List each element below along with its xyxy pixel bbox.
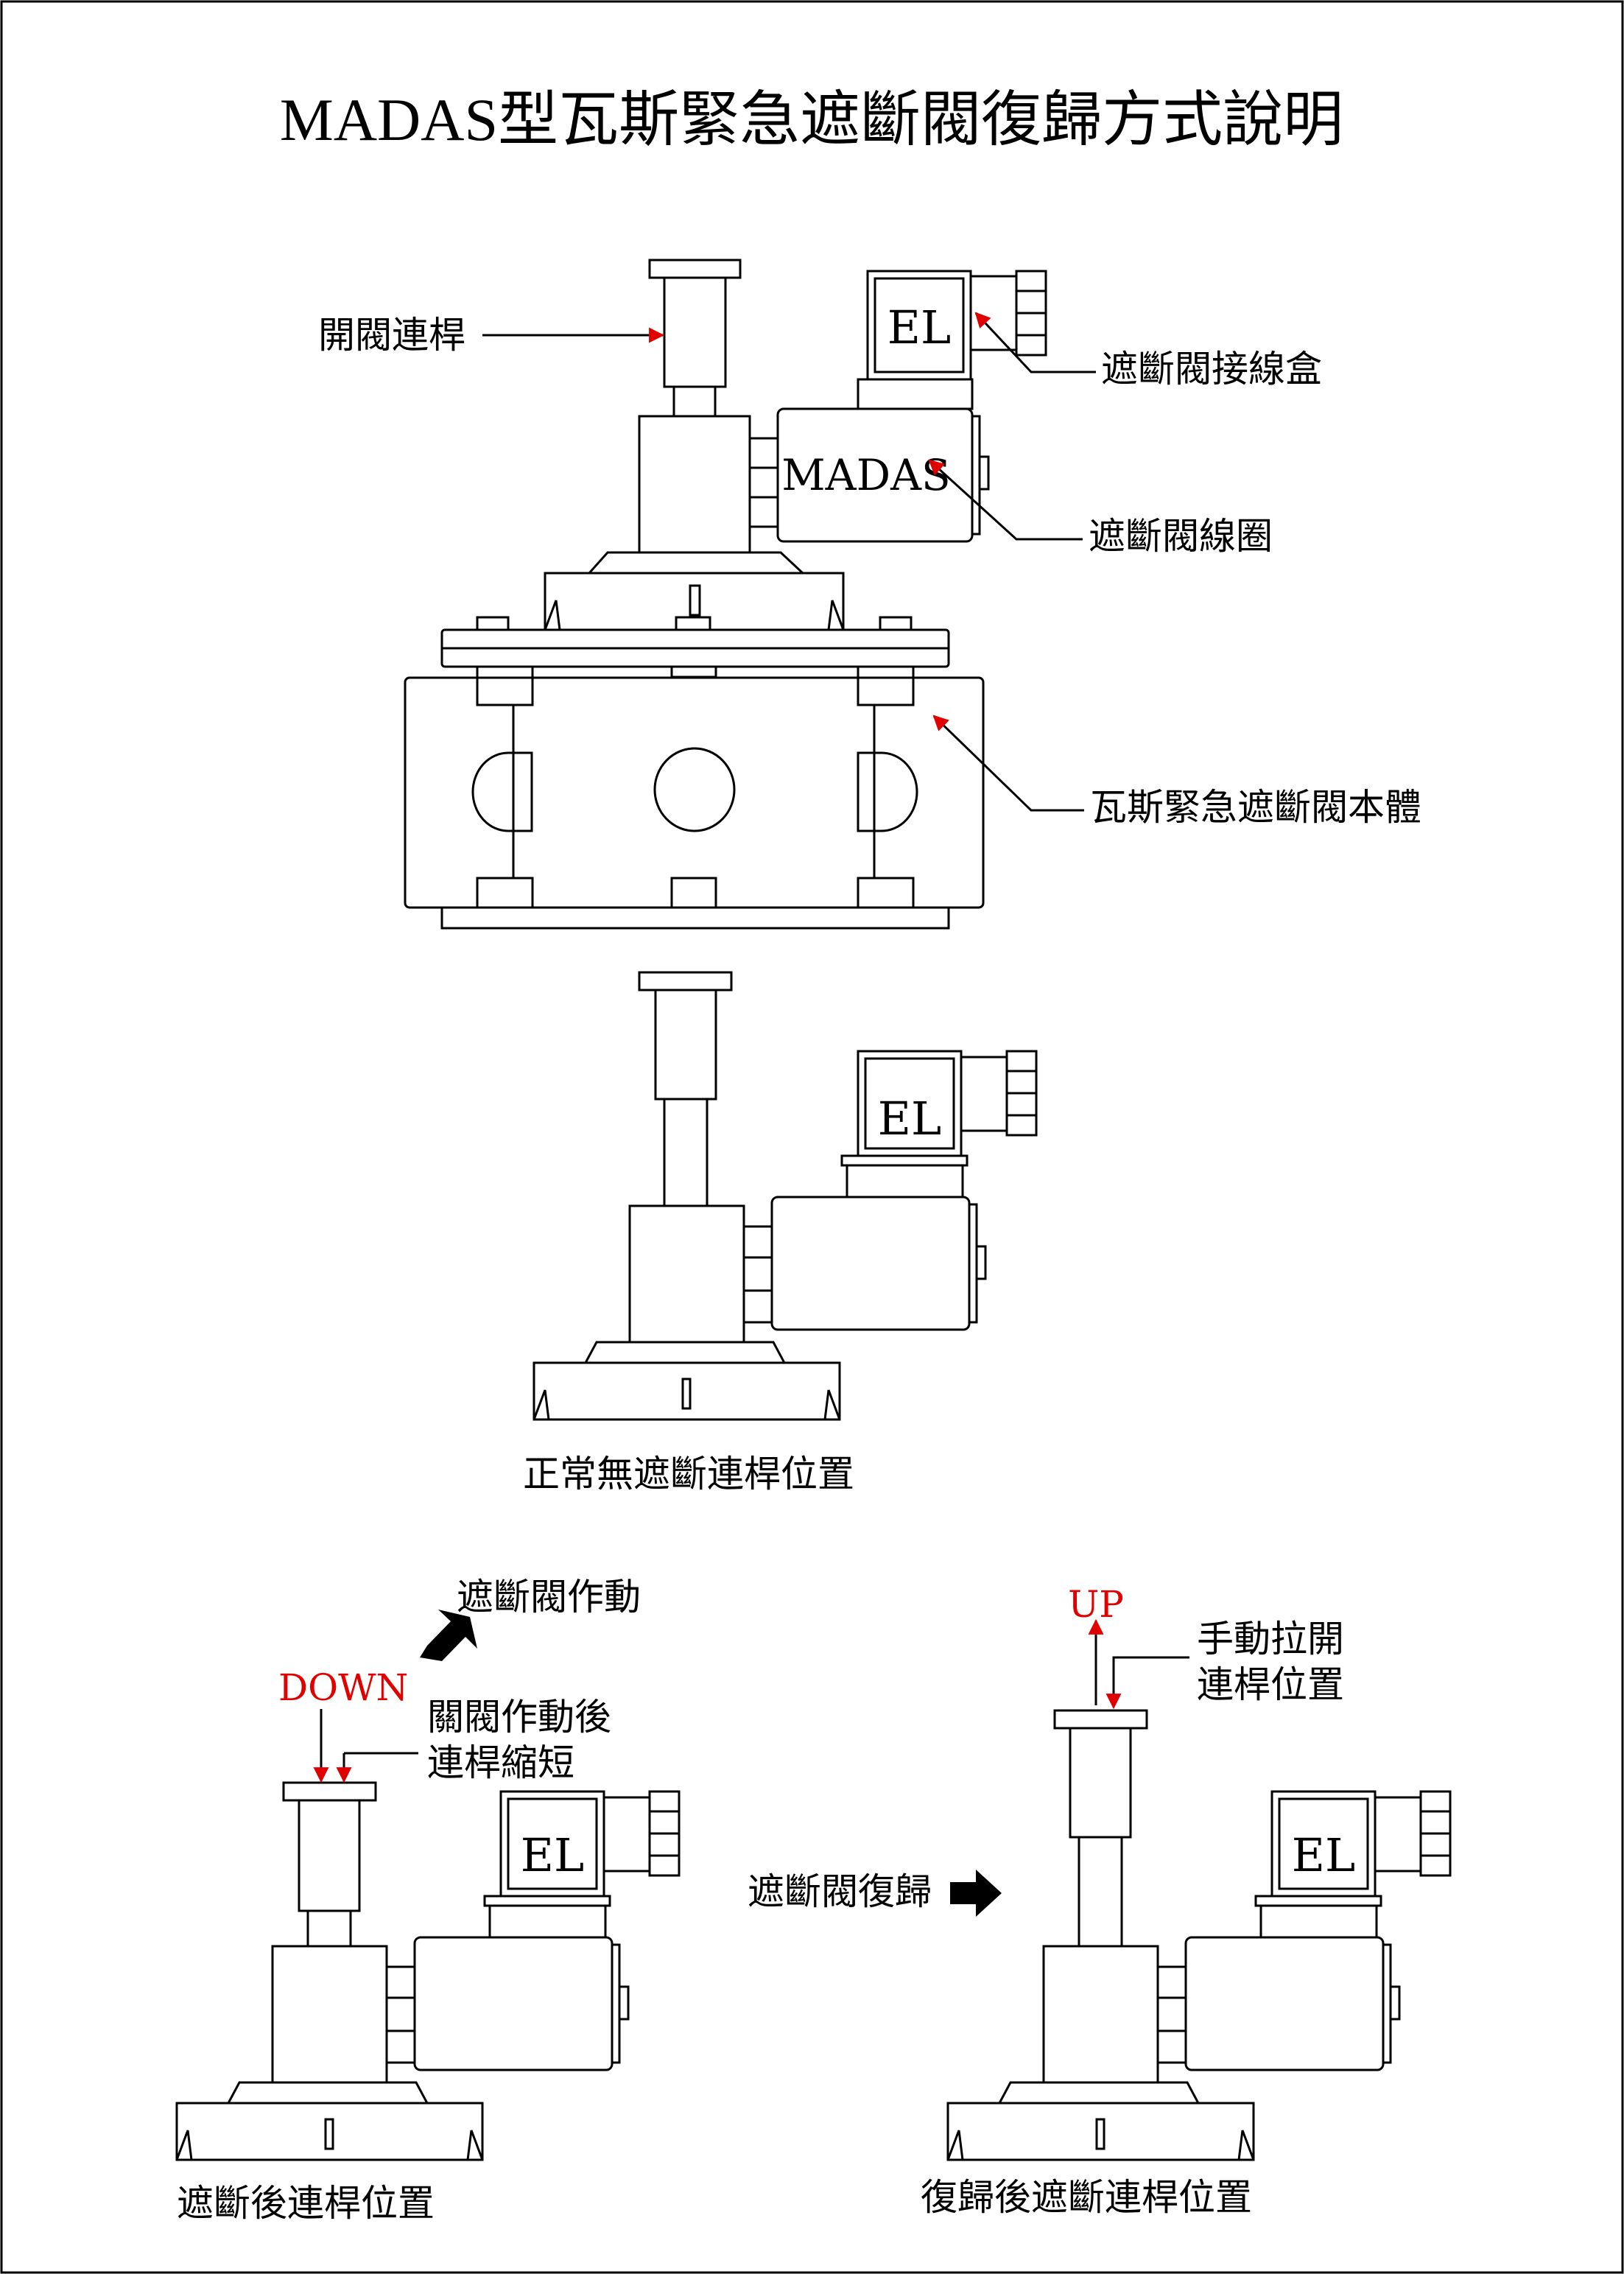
label-junction-box: 遮斷閥接線盒	[1101, 348, 1322, 390]
right-port	[857, 751, 918, 832]
tripped-note-line1: 關閥作動後	[427, 1696, 611, 1738]
leader-coil	[928, 459, 1083, 541]
coil-neck	[748, 437, 779, 528]
valve-reset-position	[946, 1709, 1452, 2161]
bonnet-top	[586, 551, 806, 575]
caption-normal: 正常無遮斷連桿位置	[523, 1453, 854, 1495]
valve-body	[404, 676, 985, 909]
leader-reset-note	[1105, 1656, 1189, 1710]
label-reset-action: 遮斷閥復歸	[748, 1870, 932, 1913]
normal-el-text: EL	[878, 1092, 941, 1145]
label-body: 瓦斯緊急遮斷閥本體	[1090, 786, 1421, 829]
stem-upper	[663, 276, 727, 388]
reset-el-text: EL	[1292, 1828, 1355, 1882]
valve-normal-position	[532, 971, 1038, 1421]
reset-note-line2: 連桿位置	[1197, 1663, 1344, 1706]
trip-arrow-icon	[420, 1610, 477, 1661]
coil-madas-text: MADAS	[781, 450, 950, 500]
tripped-note-line2: 連桿縮短	[427, 1741, 574, 1784]
stem-lower	[672, 385, 717, 418]
leader-body	[932, 715, 1084, 812]
page-title: MADAS型瓦斯緊急遮斷閥復歸方式說明	[280, 86, 1343, 153]
center-port	[653, 747, 736, 832]
label-coil: 遮斷閥線圈	[1089, 515, 1273, 558]
valve-full-assembly	[404, 259, 1047, 930]
label-down: DOWN	[278, 1666, 408, 1709]
junction-box-base	[857, 378, 974, 410]
label-stem: 開閥連桿	[318, 314, 465, 357]
junction-box-el-text: EL	[887, 301, 951, 354]
leader-junction-box	[974, 312, 1096, 373]
label-up: UP	[1068, 1583, 1124, 1626]
tripped-el-text: EL	[521, 1828, 584, 1882]
bonnet	[544, 572, 845, 631]
reset-arrow-icon	[950, 1870, 1002, 1917]
left-port	[471, 751, 533, 832]
valve-base-plate	[440, 906, 950, 930]
caption-tripped: 遮斷後連桿位置	[177, 2182, 435, 2225]
caption-reset: 復歸後遮斷連桿位置	[921, 2176, 1252, 2219]
reset-note-line1: 手動拉開	[1197, 1618, 1344, 1660]
valve-tripped-position	[175, 1781, 681, 2161]
label-trip-action: 遮斷閥作動	[457, 1576, 641, 1618]
actuator-housing	[638, 415, 751, 554]
stem-cap	[648, 259, 742, 279]
